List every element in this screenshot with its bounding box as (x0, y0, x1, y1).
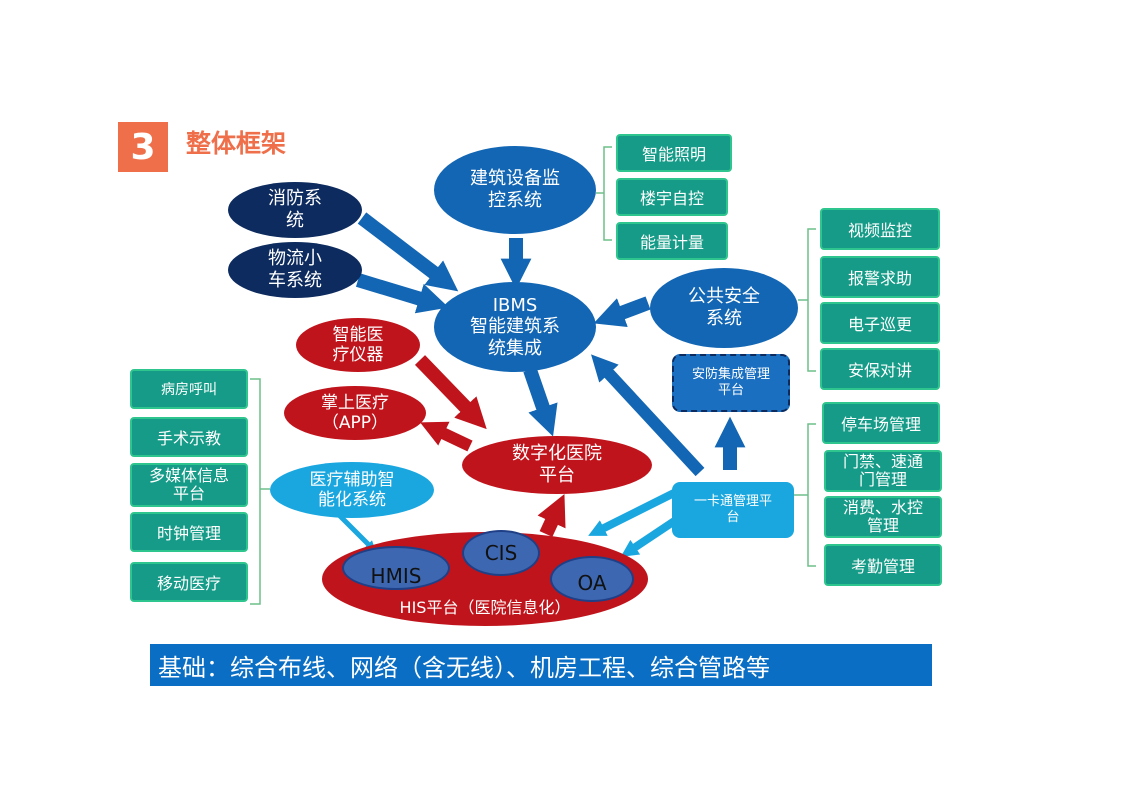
digital-hospital-node: 数字化医院 平台 (462, 436, 652, 494)
his-platform-label: HIS平台（医院信息化） (399, 598, 571, 617)
arrow-card-to-ibms (591, 354, 705, 477)
safety-item: 视频监控 (820, 208, 940, 250)
left-item: 时钟管理 (130, 512, 248, 552)
arrow-safety-to-ibms (593, 296, 651, 328)
building-item: 能量计量 (616, 222, 728, 260)
building-items-bracket (596, 146, 612, 241)
arrow-card-to-his (588, 488, 678, 536)
arrow-logistics-to-ibms (355, 273, 449, 314)
oa-node: OA (550, 556, 634, 602)
arrow-his-to-digital (537, 494, 566, 537)
logistics-system-node: 物流小 车系统 (228, 242, 362, 298)
safety-item: 安保对讲 (820, 348, 940, 390)
left-item: 多媒体信息 平台 (130, 463, 248, 507)
card-item: 消费、水控 管理 (824, 496, 942, 538)
building-monitor-node: 建筑设备监 控系统 (434, 146, 596, 234)
section-number-badge: 3 (118, 122, 168, 172)
hmis-node: HMIS (342, 546, 450, 590)
mobile-app-node: 掌上医疗 （APP） (284, 386, 426, 440)
card-item: 停车场管理 (822, 402, 940, 444)
building-item: 智能照明 (616, 134, 732, 172)
arrow-ibms-to-digital (523, 367, 558, 437)
safety-items-bracket (798, 228, 816, 372)
arrow-devices-to-digital (414, 355, 487, 430)
left-item: 移动医疗 (130, 562, 248, 602)
arrow-digital-to-app (420, 421, 473, 452)
left-items-bracket (250, 378, 270, 605)
ibms-node: IBMS 智能建筑系 统集成 (434, 282, 596, 372)
public-safety-node: 公共安全 系统 (650, 268, 798, 348)
safety-item: 电子巡更 (820, 302, 940, 344)
arrow-card-to-oa (620, 516, 679, 557)
arrow-assist-to-hmis (336, 512, 376, 552)
security-platform-box: 安防集成管理 平台 (672, 354, 790, 412)
card-items-bracket (794, 423, 816, 567)
cis-node: CIS (462, 530, 540, 576)
fire-system-node: 消防系 统 (228, 182, 362, 238)
card-item: 考勤管理 (824, 544, 942, 586)
building-item: 楼宇自控 (616, 178, 728, 216)
left-item: 病房呼叫 (130, 369, 248, 409)
left-item: 手术示教 (130, 417, 248, 457)
card-platform-box: 一卡通管理平 台 (672, 482, 794, 538)
medical-devices-node: 智能医 疗仪器 (296, 318, 420, 372)
page-title: 整体框架 (186, 129, 287, 158)
foundation-bar: 基础：综合布线、网络（含无线）、机房工程、综合管路等 (150, 644, 932, 686)
medical-assist-node: 医疗辅助智 能化系统 (270, 462, 434, 518)
arrow-fire-to-ibms (357, 212, 459, 292)
card-item: 门禁、速通 门管理 (824, 450, 942, 492)
safety-item: 报警求助 (820, 256, 940, 298)
